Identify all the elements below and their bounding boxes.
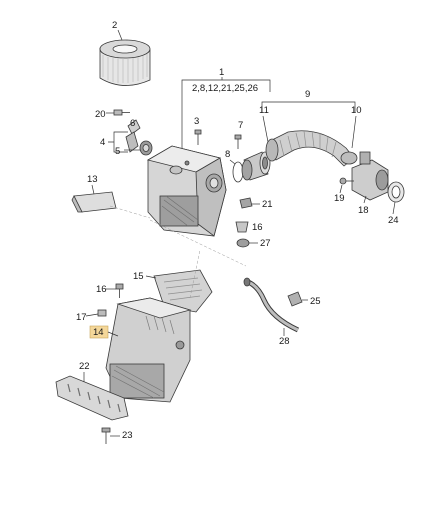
cap-16[interactable] (235, 221, 249, 233)
callout-11: 11 (259, 105, 269, 116)
drain-hose-28[interactable] (243, 277, 300, 333)
screw-19[interactable] (339, 177, 354, 185)
callout-17: 17 (76, 312, 87, 323)
clip-21[interactable] (239, 197, 253, 209)
callout-27: 27 (260, 238, 271, 249)
callout-21: 21 (262, 199, 273, 210)
grommet[interactable] (139, 140, 153, 156)
callout-25: 25 (310, 296, 321, 307)
callout-3: 3 (194, 116, 199, 127)
callout-2: 2 (112, 20, 117, 31)
grille-22[interactable] (55, 375, 129, 421)
callout-6: 6 (130, 118, 135, 129)
bolt-23[interactable] (101, 427, 111, 444)
cover-15[interactable] (153, 269, 213, 313)
seal-ring-8[interactable] (232, 161, 244, 183)
sensor-housing-18[interactable] (351, 151, 389, 201)
bolt-3[interactable] (194, 129, 202, 145)
callout-4: 4 (100, 137, 105, 148)
callout-group-1: 2,8,12,21,25,26 (192, 83, 258, 94)
clamp-ring-24[interactable] (387, 181, 405, 203)
callout-22: 22 (79, 361, 90, 372)
callout-28: 28 (279, 336, 290, 347)
callout-13: 13 (87, 174, 98, 185)
bolt-20[interactable] (113, 109, 130, 116)
callout-1: 1 (219, 67, 224, 78)
callout-15: 15 (133, 271, 144, 282)
clip-17[interactable] (97, 309, 107, 317)
air-filter-element[interactable] (99, 39, 151, 86)
callout-16: 16 (252, 222, 263, 233)
air-filter-housing-upper[interactable] (146, 145, 227, 237)
callout-5: 5 (115, 146, 120, 157)
retaining-clip[interactable] (125, 119, 141, 153)
callout-7: 7 (238, 120, 243, 131)
callout-10: 10 (351, 105, 362, 116)
intake-hose-9[interactable] (265, 130, 358, 167)
callout-14: 14 (93, 327, 104, 338)
assembly-guide-lines (109, 205, 247, 299)
grommet-27[interactable] (236, 238, 250, 248)
clip-25[interactable] (287, 291, 303, 307)
intake-duct-13[interactable] (71, 191, 117, 213)
callout-8: 8 (225, 149, 230, 160)
connector-pipe-12[interactable] (241, 151, 271, 181)
callout-18: 18 (358, 205, 369, 216)
callout-23: 23 (122, 430, 133, 441)
lower-air-box-14[interactable] (105, 297, 192, 403)
callout-19: 19 (334, 193, 345, 204)
screw-7[interactable] (234, 134, 242, 149)
callout-9: 9 (305, 89, 310, 100)
callout-16b: 16 (96, 284, 107, 295)
callout-20: 20 (95, 109, 106, 120)
bolt-16[interactable] (115, 283, 124, 298)
callout-24: 24 (388, 215, 399, 226)
